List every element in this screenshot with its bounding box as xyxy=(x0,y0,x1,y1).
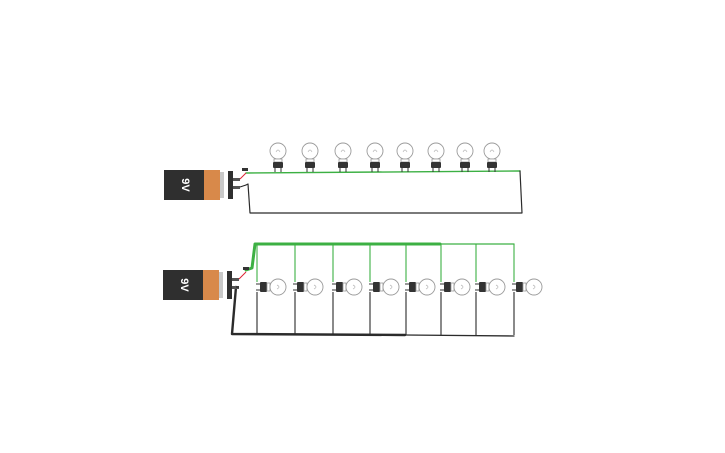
bulb-icon[interactable] xyxy=(332,278,363,296)
series-circuit: 9V xyxy=(164,142,523,214)
parallel-bulbs xyxy=(256,278,543,296)
battery-body xyxy=(164,170,204,200)
battery-band xyxy=(204,170,220,200)
bulb-icon[interactable] xyxy=(256,278,287,296)
bulb-icon[interactable] xyxy=(405,278,436,296)
battery-label: 9V xyxy=(179,178,191,192)
series-wires xyxy=(245,170,523,214)
parallel-bus-positive-main[interactable] xyxy=(244,242,442,272)
bulb-icon[interactable] xyxy=(366,142,384,172)
parallel-battery[interactable]: 9V xyxy=(163,270,223,300)
bulb-icon[interactable] xyxy=(301,142,319,172)
bulb-icon[interactable] xyxy=(483,142,501,172)
bulb-icon[interactable] xyxy=(456,142,474,172)
bulb-icon[interactable] xyxy=(427,142,445,172)
bulb-icon[interactable] xyxy=(369,278,400,296)
battery-terminal-cap xyxy=(220,172,224,198)
bulb-icon[interactable] xyxy=(440,278,471,296)
series-wire-positive[interactable] xyxy=(245,170,521,174)
battery-label: 9V xyxy=(178,278,190,292)
battery-band xyxy=(203,270,219,300)
bulb-icon[interactable] xyxy=(334,142,352,172)
parallel-battery-snap[interactable] xyxy=(227,267,249,299)
parallel-bus-negative-main[interactable] xyxy=(230,285,407,337)
parallel-circuit: 9V xyxy=(163,242,543,337)
series-battery-snap[interactable] xyxy=(228,168,248,199)
series-battery[interactable]: 9V xyxy=(164,170,224,200)
battery-terminal-cap xyxy=(219,272,223,298)
parallel-bus-negative-ext[interactable] xyxy=(404,334,515,337)
bulb-icon[interactable] xyxy=(293,278,324,296)
bulb-icon[interactable] xyxy=(475,278,506,296)
series-bulbs xyxy=(269,142,501,172)
bulb-icon[interactable] xyxy=(396,142,414,172)
battery-body xyxy=(163,270,203,300)
bulb-icon[interactable] xyxy=(269,142,287,172)
parallel-branches xyxy=(256,244,515,335)
bulb-icon[interactable] xyxy=(512,278,543,296)
series-wire-return[interactable] xyxy=(245,170,523,214)
